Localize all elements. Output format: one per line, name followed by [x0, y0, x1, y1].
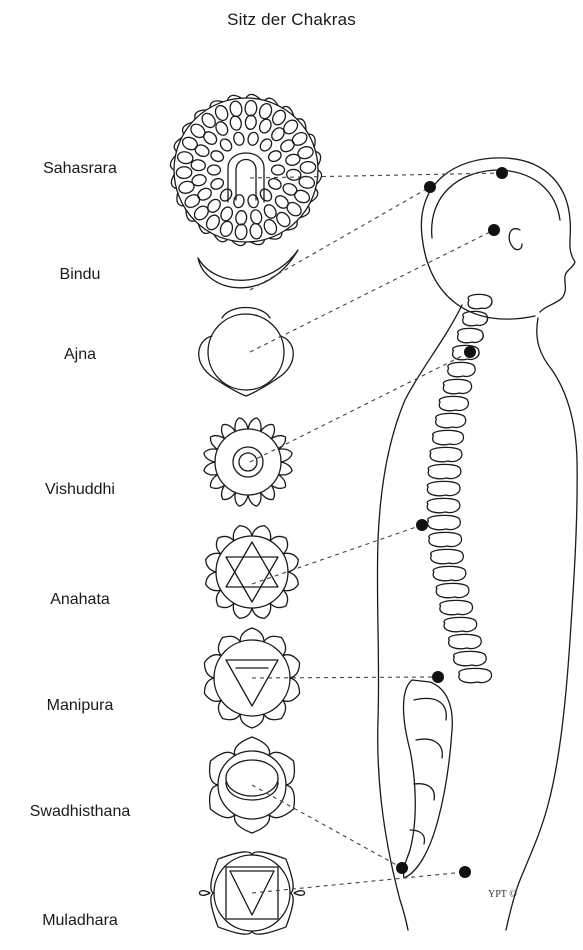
- ajna-symbol: [199, 308, 294, 397]
- bindu-symbol: [198, 250, 298, 288]
- point-manipura: [432, 671, 444, 683]
- point-muladhara: [459, 866, 471, 878]
- point-swadhisthana: [396, 862, 408, 874]
- vishuddhi-symbol: [204, 418, 292, 506]
- body-silhouette: [377, 158, 577, 930]
- point-sahasrara: [496, 167, 508, 179]
- point-anahata: [416, 519, 428, 531]
- sahasrara-symbol: [170, 94, 321, 245]
- point-bindu: [424, 181, 436, 193]
- spine: [427, 294, 492, 682]
- point-ajna: [488, 224, 500, 236]
- anahata-symbol: [206, 526, 299, 619]
- point-vishuddhi: [464, 346, 476, 358]
